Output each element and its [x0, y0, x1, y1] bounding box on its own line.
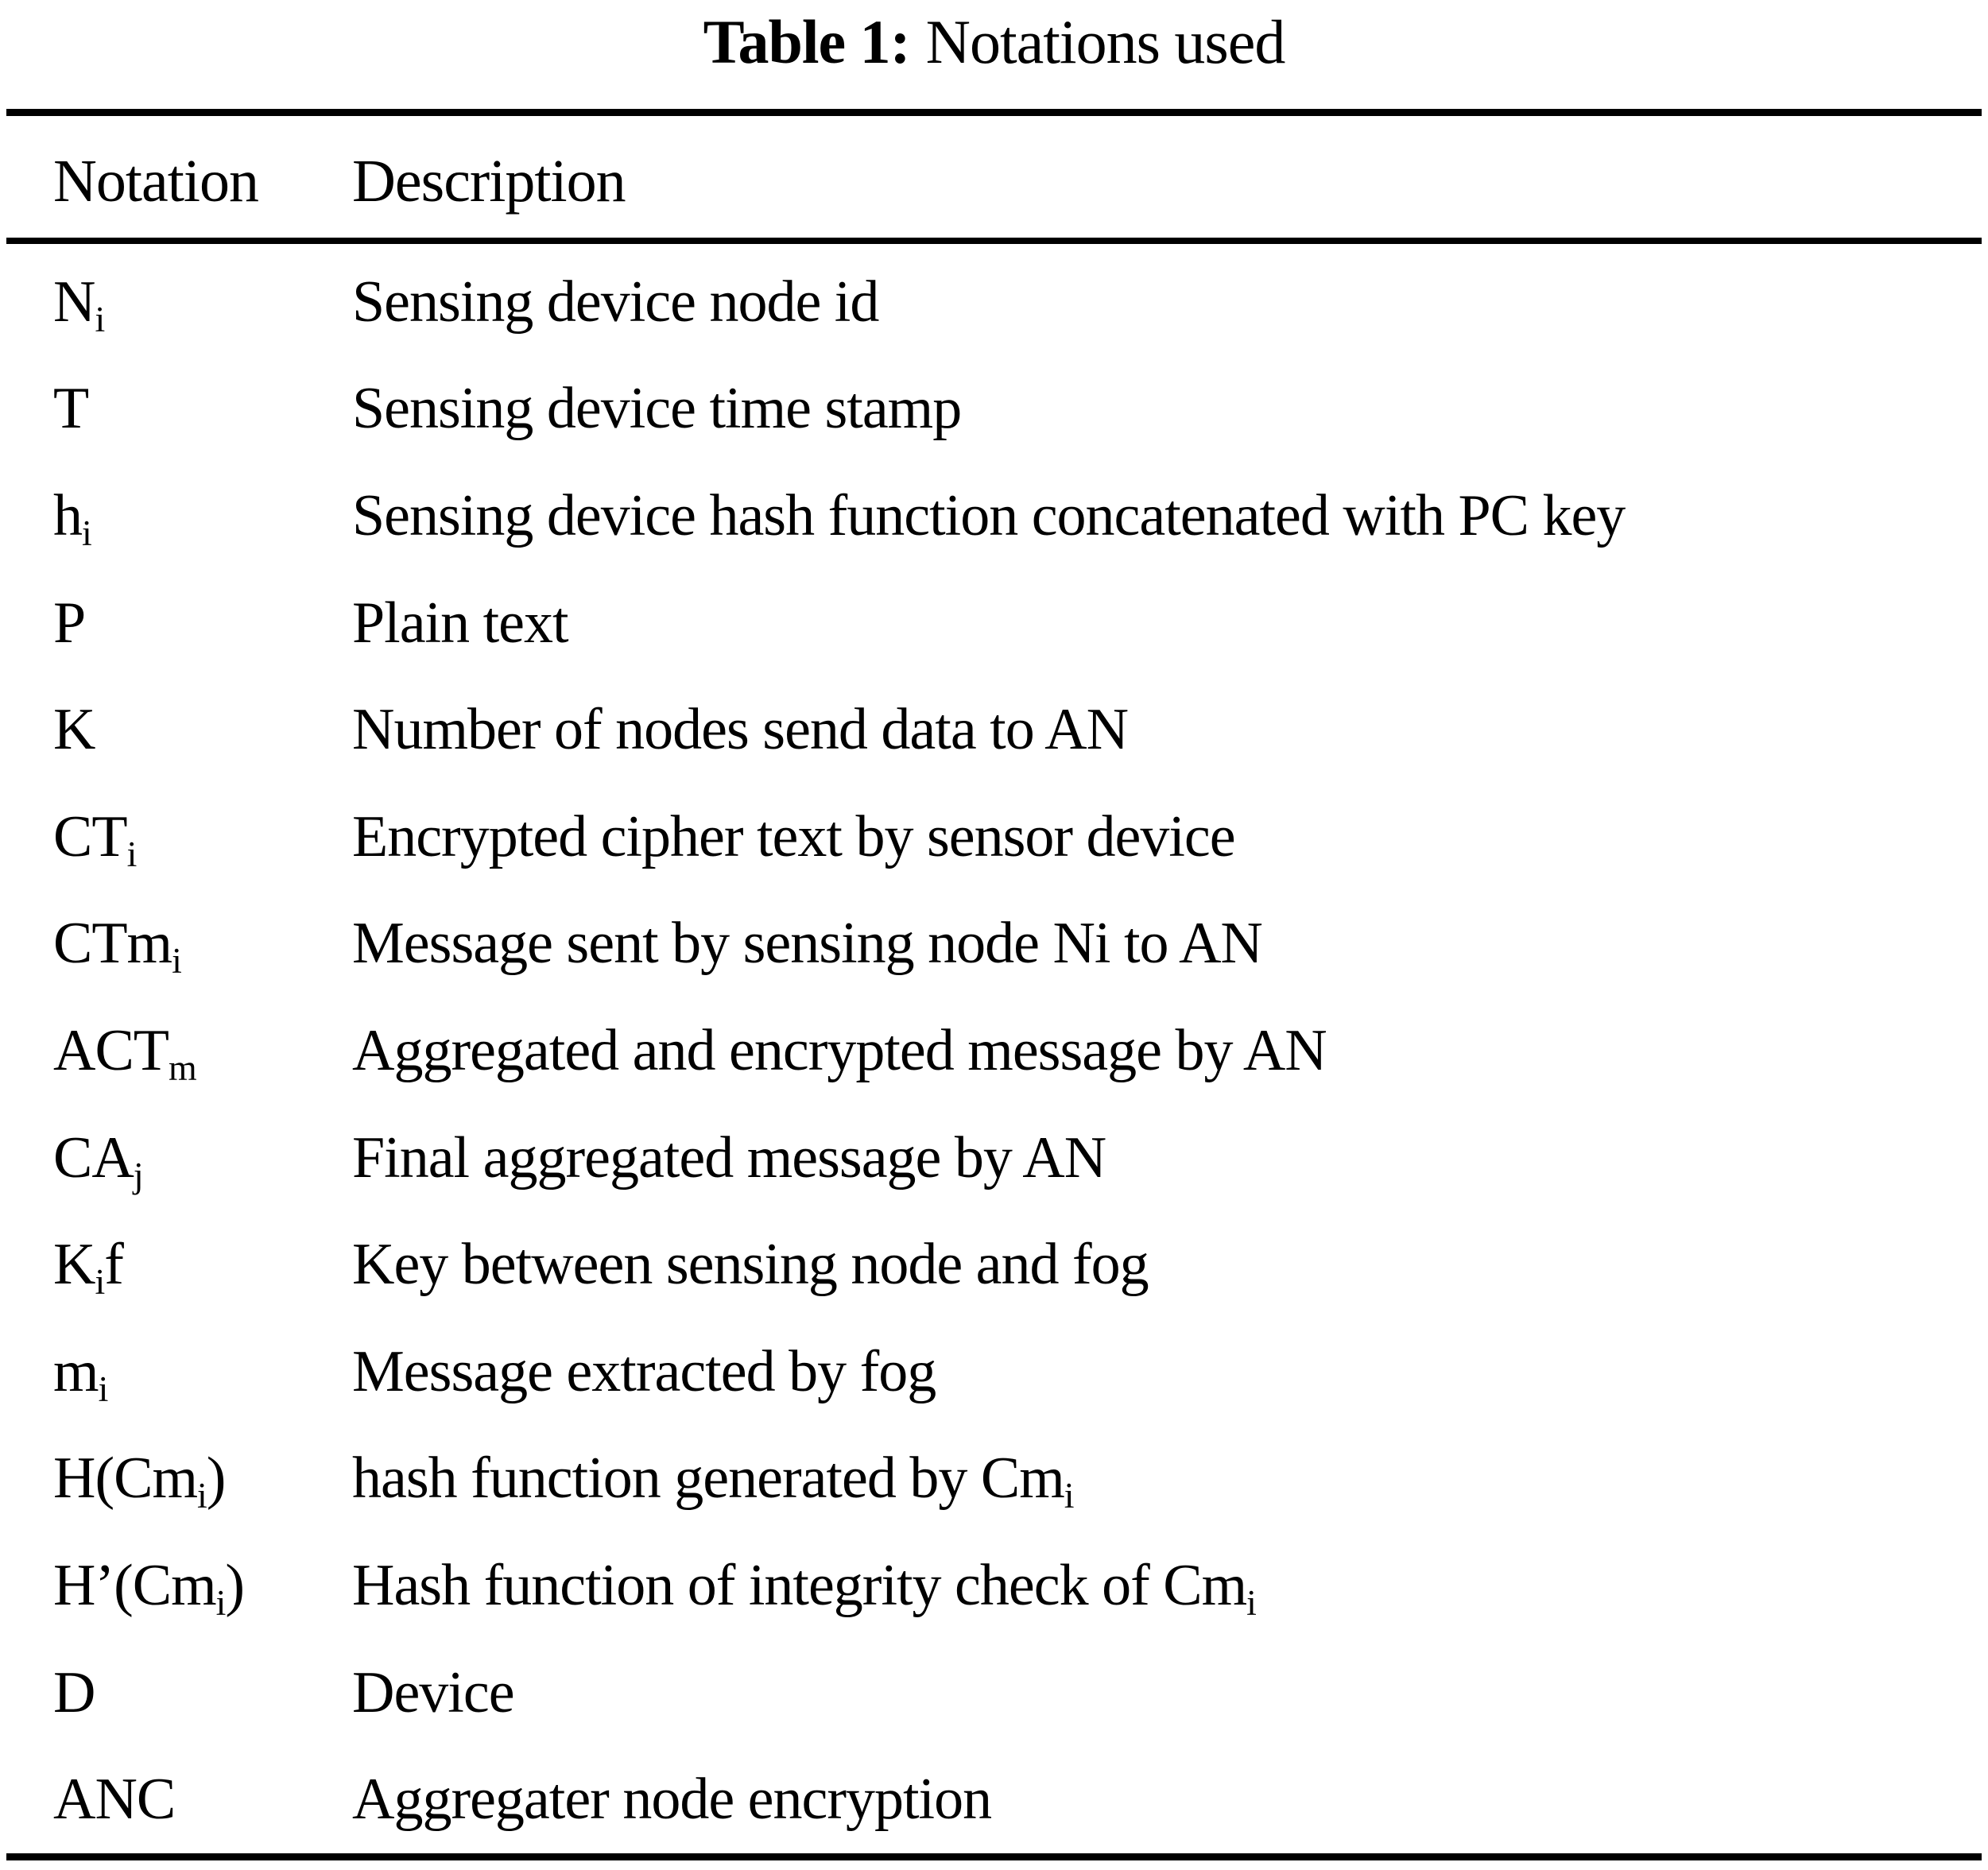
table-row: Ni Sensing device node id — [0, 249, 1988, 356]
description-cell: Sensing device time stamp — [352, 376, 962, 442]
subscript: m — [169, 1047, 197, 1088]
subscript: i — [82, 512, 92, 553]
notation-cell: CTi — [53, 803, 138, 874]
subscript: i — [95, 298, 105, 339]
notation-cell: K — [53, 697, 95, 763]
table-row: CTmi Message sent by sensing node Ni to A… — [0, 891, 1988, 998]
table-row: H(Cmi) hash function generated by Cmi — [0, 1426, 1988, 1533]
table-row: K Number of nodes send data to AN — [0, 676, 1988, 784]
table-row: mi Message extracted by fog — [0, 1318, 1988, 1426]
notation-cell: P — [53, 590, 86, 656]
description-cell: Aggregated and encrypted message by AN — [352, 1017, 1327, 1083]
description-cell: Final aggregated message by AN — [352, 1125, 1106, 1191]
table-row: hi Sensing device hash function concatena… — [0, 463, 1988, 570]
subscript: i — [95, 1260, 105, 1302]
notation-cell: T — [53, 376, 89, 442]
header-rule — [6, 238, 1982, 244]
notation-cell: CAj — [53, 1125, 144, 1195]
description-cell: Sensing device node id — [352, 269, 879, 335]
table-row: Kif Key between sensing node and fog — [0, 1211, 1988, 1318]
table-caption: Table 1:Notations used — [0, 0, 1988, 87]
bottom-rule — [6, 1853, 1982, 1860]
top-rule — [6, 109, 1982, 116]
description-cell: hash function generated by Cmi — [352, 1446, 1074, 1516]
notation-cell: Kif — [53, 1232, 124, 1302]
column-header-description: Description — [352, 148, 626, 215]
subscript: j — [133, 1154, 144, 1195]
notation-cell: Ni — [53, 269, 105, 339]
subscript: i — [1064, 1475, 1075, 1516]
table-caption-number: Table 1: — [703, 7, 911, 76]
subscript: i — [197, 1475, 207, 1516]
table-header-row: Notation Description — [0, 134, 1988, 229]
description-cell: Sensing device hash function concatenate… — [352, 482, 1626, 548]
notation-cell: H(Cmi) — [53, 1446, 226, 1516]
subscript: i — [215, 1582, 227, 1623]
notation-cell: D — [53, 1659, 95, 1725]
subscript: i — [126, 833, 138, 874]
notation-cell: CTmi — [53, 911, 182, 981]
description-cell: Plain text — [352, 590, 569, 656]
notation-cell: ANC — [53, 1767, 176, 1833]
description-cell: Message extracted by fog — [352, 1338, 936, 1404]
table-row: H’(Cmi) Hash function of integrity check … — [0, 1532, 1988, 1640]
description-cell: Number of nodes send data to AN — [352, 697, 1129, 763]
table-row: ANC Aggregater node encryption — [0, 1746, 1988, 1853]
description-cell: Aggregater node encryption — [352, 1767, 992, 1833]
column-header-notation: Notation — [53, 148, 259, 215]
notation-cell: ACTm — [53, 1017, 197, 1088]
subscript: i — [172, 940, 182, 981]
notation-cell: hi — [53, 482, 92, 553]
notation-cell: mi — [53, 1338, 109, 1409]
table-row: ACTm Aggregated and encrypted message by … — [0, 997, 1988, 1105]
table-caption-title: Notations used — [925, 7, 1286, 76]
description-cell: Device — [352, 1659, 515, 1725]
table-row: D Device — [0, 1640, 1988, 1747]
table-row: P Plain text — [0, 570, 1988, 677]
table-row: CTi Encrypted cipher text by sensor devic… — [0, 784, 1988, 891]
description-cell: Hash function of integrity check of Cmi — [352, 1552, 1257, 1623]
description-cell: Message sent by sensing node Ni to AN — [352, 911, 1263, 977]
description-cell: Key between sensing node and fog — [352, 1232, 1149, 1298]
subscript: i — [98, 1368, 109, 1409]
subscript: i — [1246, 1582, 1257, 1623]
table-row: T Sensing device time stamp — [0, 356, 1988, 463]
table-row: CAj Final aggregated message by AN — [0, 1105, 1988, 1212]
description-cell: Encrypted cipher text by sensor device — [352, 803, 1236, 869]
table-body: Ni Sensing device node id T Sensing device … — [0, 249, 1988, 1853]
notation-cell: H’(Cmi) — [53, 1552, 245, 1623]
